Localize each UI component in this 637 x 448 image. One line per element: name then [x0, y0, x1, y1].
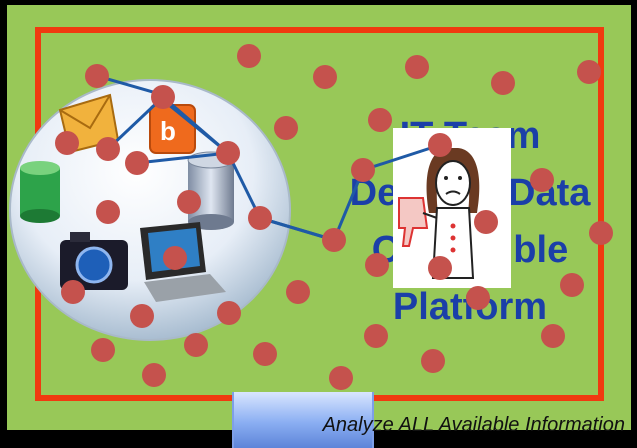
data-point: [351, 158, 375, 182]
data-point: [491, 71, 515, 95]
data-point: [125, 151, 149, 175]
data-point: [577, 60, 601, 84]
data-point: [177, 190, 201, 214]
data-point: [474, 210, 498, 234]
data-point: [364, 324, 388, 348]
data-point: [274, 116, 298, 140]
data-point: [85, 64, 109, 88]
data-point: [560, 273, 584, 297]
data-point: [163, 246, 187, 270]
data-point: [322, 228, 346, 252]
data-point: [589, 221, 613, 245]
data-point: [217, 301, 241, 325]
data-point: [216, 141, 240, 165]
data-point: [253, 342, 277, 366]
data-point: [184, 333, 208, 357]
data-point: [466, 286, 490, 310]
data-point: [142, 363, 166, 387]
camera-icon: [60, 232, 128, 290]
data-point: [91, 338, 115, 362]
data-point: [61, 280, 85, 304]
data-point: [55, 131, 79, 155]
data-point: [248, 206, 272, 230]
data-point: [151, 85, 175, 109]
data-point: [428, 256, 452, 280]
pedestal: [232, 392, 374, 448]
data-point: [365, 253, 389, 277]
data-point: [130, 304, 154, 328]
data-point: [368, 108, 392, 132]
data-point: [428, 133, 452, 157]
data-point: [96, 137, 120, 161]
svg-text:b: b: [160, 116, 176, 146]
footer-caption: Analyze ALL Available Information: [322, 414, 625, 436]
data-point: [541, 324, 565, 348]
data-point: [405, 55, 429, 79]
data-point: [286, 280, 310, 304]
blog-icon: b: [149, 104, 196, 154]
footer-bar: Analyze ALL Available Information: [0, 406, 637, 448]
data-point: [313, 65, 337, 89]
data-point: [237, 44, 261, 68]
data-point: [530, 168, 554, 192]
database-icon: [20, 161, 60, 223]
data-point: [421, 349, 445, 373]
data-point: [329, 366, 353, 390]
data-points: [55, 44, 613, 390]
data-point: [96, 200, 120, 224]
